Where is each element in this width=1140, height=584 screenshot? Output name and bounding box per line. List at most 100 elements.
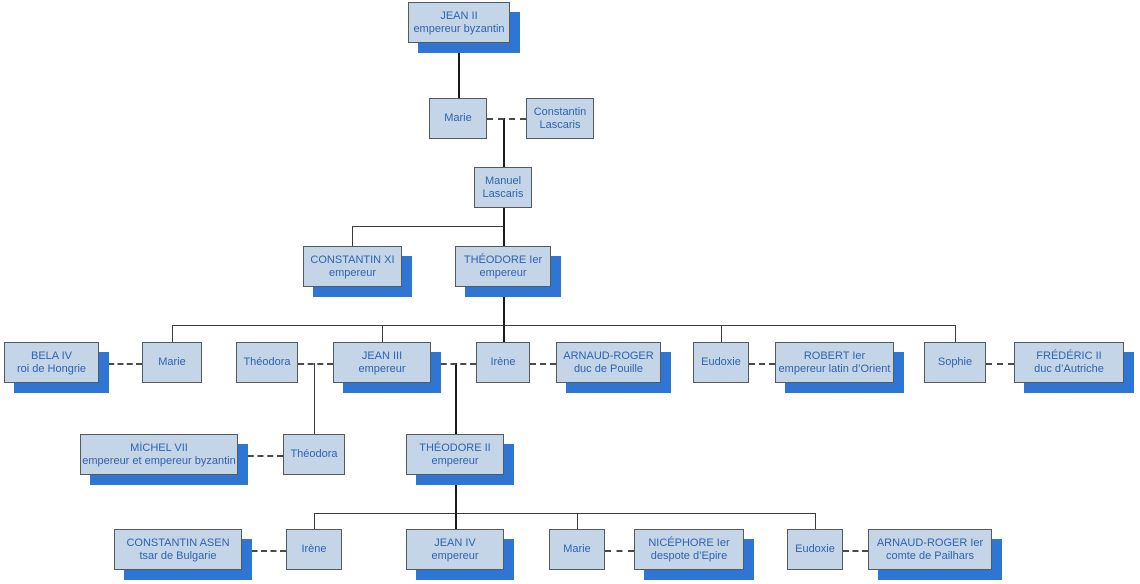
connector-marie3-drop xyxy=(577,513,578,529)
connector-jean2-to-marie1 xyxy=(458,43,460,98)
node-irene1[interactable]: Irène xyxy=(476,342,530,383)
connector-theodore1-to-bar xyxy=(503,287,505,325)
connector-manuell-children-bar xyxy=(352,226,504,227)
node-irene2[interactable]: Irène xyxy=(286,529,342,570)
node-label-secondary: empereur xyxy=(431,549,479,562)
marriage-connector-theodora1-jean3 xyxy=(298,363,333,365)
marriage-connector-sophie-frederic2 xyxy=(986,363,1014,365)
node-label-secondary: Lascaris xyxy=(482,187,524,200)
node-label-secondary: empereur xyxy=(431,454,479,467)
connector-theodora1-union-down xyxy=(314,363,315,434)
node-label-primary: Irène xyxy=(301,543,327,555)
marriage-connector-eudoxie1-robert1 xyxy=(749,363,775,365)
node-label-primary: Théodora xyxy=(243,356,291,368)
node-label-primary: CONSTANTIN XI xyxy=(310,253,395,266)
node-label-secondary: comte de Pailhars xyxy=(885,549,975,562)
connector-manuell-down xyxy=(503,208,505,226)
node-theodora2[interactable]: Théodora xyxy=(283,434,345,475)
node-label-primary: ARNAUD-ROGER xyxy=(563,349,654,362)
node-label-primary: Théodora xyxy=(290,448,338,460)
node-sophie[interactable]: Sophie xyxy=(924,342,986,383)
node-label-primary: CONSTANTIN ASEN xyxy=(126,536,230,549)
node-label-secondary: empereur xyxy=(328,266,377,279)
connector-theodore1-drop xyxy=(503,226,505,246)
connector-theodore1-children-bar xyxy=(172,325,956,326)
node-marie1[interactable]: Marie xyxy=(429,98,487,139)
node-label-primary: Marie xyxy=(563,543,591,555)
node-label-secondary: empereur xyxy=(358,362,406,375)
node-theodora1[interactable]: Théodora xyxy=(236,342,298,383)
node-label-secondary: empereur latin d’Orient xyxy=(778,362,891,375)
marriage-connector-bela4-marie2 xyxy=(99,363,142,365)
node-label-secondary: tsar de Bulgarie xyxy=(139,549,217,562)
node-label-primary: JEAN IV xyxy=(434,536,476,549)
node-label-primary: ARNAUD-ROGER Ier xyxy=(876,536,984,549)
node-label-secondary: duc d’Autriche xyxy=(1034,362,1104,375)
node-label-primary: Sophie xyxy=(937,356,973,368)
node-label-primary: Irène xyxy=(490,356,516,368)
connector-irene1-drop xyxy=(503,325,505,342)
connector-constantin11-drop xyxy=(352,226,353,246)
node-marie3[interactable]: Marie xyxy=(549,529,605,570)
connector-jean3-drop xyxy=(382,325,383,342)
connector-theodore2-to-bar xyxy=(455,475,457,513)
node-eudoxie2[interactable]: Eudoxie xyxy=(787,529,843,570)
connector-marie2-drop xyxy=(172,325,173,342)
node-label-secondary: roi de Hongrie xyxy=(16,362,87,375)
marriage-connector-marie1-constantinl xyxy=(487,118,526,120)
node-label-primary: ROBERT Ier xyxy=(803,349,866,362)
node-label-primary: Manuel xyxy=(484,174,522,187)
marriage-connector-jean3-irene1 xyxy=(431,363,476,365)
node-label-primary: Marie xyxy=(444,112,472,124)
node-label-primary: THÉODORE II xyxy=(419,441,491,454)
node-label-secondary: empereur et empereur byzantin xyxy=(82,454,236,467)
connector-eudoxie1-drop xyxy=(721,325,722,342)
connector-irene2-drop xyxy=(314,513,315,529)
node-label-primary: FRÉDÉRIC II xyxy=(1036,349,1102,362)
node-label-secondary: empereur xyxy=(479,266,527,279)
node-label-primary: THÉODORE Ier xyxy=(463,253,543,266)
node-label-secondary: despote d’Epire xyxy=(650,549,728,562)
node-label-primary: Eudoxie xyxy=(701,356,741,368)
connector-jean4-drop xyxy=(455,513,457,529)
connector-eudoxie2-drop xyxy=(815,513,816,529)
node-label-primary: NICÉPHORE Ier xyxy=(648,536,730,549)
node-eudoxie1[interactable]: Eudoxie xyxy=(693,342,749,383)
node-label-primary: Constantin xyxy=(533,105,587,118)
node-label-primary: Eudoxie xyxy=(795,543,835,555)
node-label-secondary: Lascaris xyxy=(539,118,581,131)
marriage-connector-marie3-nicephore1 xyxy=(605,550,634,552)
connector-theodore2-children-bar xyxy=(314,513,816,514)
marriage-connector-constantinasen-irene2 xyxy=(242,550,286,552)
marriage-connector-eudoxie2-arnaudroger2 xyxy=(843,550,868,552)
node-label-primary: BELA IV xyxy=(31,349,72,362)
connector-marie1-union-down xyxy=(503,118,505,167)
marriage-connector-michel7-theodora2 xyxy=(238,455,283,457)
connector-jean3-irene-union-down xyxy=(455,363,457,434)
node-marie2[interactable]: Marie xyxy=(142,342,202,383)
node-label-primary: MİCHEL VII xyxy=(130,441,188,454)
node-label-secondary: duc de Pouille xyxy=(573,362,644,375)
node-label-secondary: empereur byzantin xyxy=(413,22,505,35)
node-label-primary: JEAN II xyxy=(440,9,478,22)
node-label-primary: Marie xyxy=(158,356,186,368)
connector-sophie-drop xyxy=(955,325,956,342)
node-label-primary: JEAN III xyxy=(361,349,403,362)
